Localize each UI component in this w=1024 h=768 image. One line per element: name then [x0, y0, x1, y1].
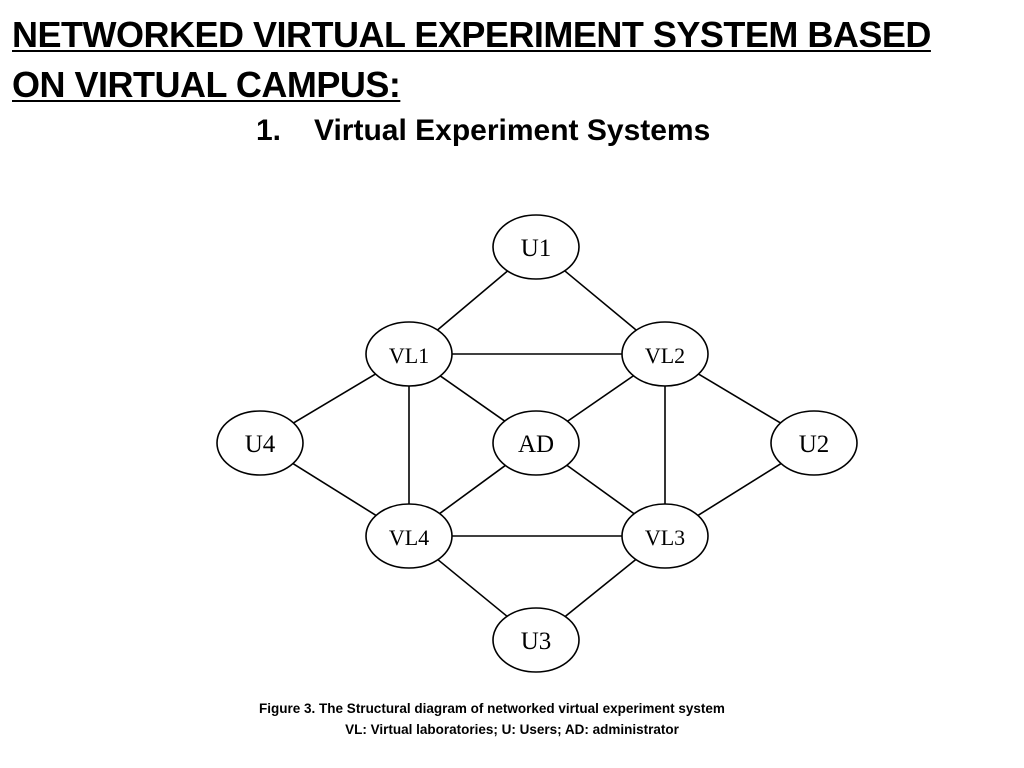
edge-vl1-ad: [439, 375, 506, 422]
edge-u2-vl3: [697, 462, 782, 517]
edge-u2-vl2: [698, 373, 781, 424]
node-u3-label: U3: [521, 628, 552, 655]
node-u2-shape: [770, 410, 858, 476]
diagram-edges: [292, 270, 782, 618]
figure-caption: Figure 3. The Structural diagram of netw…: [0, 698, 1024, 740]
figure-caption-line-1: Figure 3. The Structural diagram of netw…: [259, 701, 725, 716]
node-u2-label: U2: [799, 431, 830, 458]
edge-u3-vl4: [437, 559, 508, 617]
node-u3: U3: [492, 607, 580, 673]
node-u1-shape: [492, 214, 580, 280]
figure-caption-line-2: VL: Virtual laboratories; U: Users; AD: …: [345, 722, 679, 737]
node-vl2-shape: [621, 321, 709, 387]
edge-u1-vl1: [436, 270, 509, 331]
node-u2: U2: [770, 410, 858, 476]
slide-title-line-2: ON VIRTUAL CAMPUS:: [12, 64, 401, 105]
node-u1-label: U1: [521, 235, 552, 262]
section-number: 1.: [256, 114, 282, 147]
node-vl4: VL4: [365, 503, 453, 569]
node-vl1: VL1: [365, 321, 453, 387]
node-ad-label: AD: [518, 431, 554, 458]
node-u4: U4: [216, 410, 304, 476]
node-vl3: VL3: [621, 503, 709, 569]
node-vl2: VL2: [621, 321, 709, 387]
node-vl4-label: VL4: [389, 525, 429, 550]
node-vl3-label: VL3: [645, 525, 685, 550]
node-vl3-shape: [621, 503, 709, 569]
edge-u3-vl3: [564, 558, 637, 618]
node-vl2-label: VL2: [645, 343, 685, 368]
slide-title: NETWORKED VIRTUAL EXPERIMENT SYSTEM BASE…: [12, 10, 1012, 110]
node-vl4-shape: [365, 503, 453, 569]
node-vl1-shape: [365, 321, 453, 387]
edge-u4-vl1: [293, 373, 376, 424]
section-heading: 1. Virtual Experiment Systems: [256, 111, 710, 151]
slide-title-line-1: NETWORKED VIRTUAL EXPERIMENT SYSTEM BASE…: [12, 14, 931, 55]
edge-vl2-ad: [567, 375, 634, 422]
node-ad-shape: [492, 410, 580, 476]
edge-u4-vl4: [292, 462, 377, 517]
node-u3-shape: [492, 607, 580, 673]
edge-vl4-ad: [439, 464, 506, 515]
section-heading-text: Virtual Experiment Systems: [314, 114, 711, 147]
node-u4-label: U4: [245, 431, 276, 458]
node-vl1-label: VL1: [389, 343, 429, 368]
node-u4-shape: [216, 410, 304, 476]
edge-vl3-ad: [566, 464, 635, 515]
node-ad: AD: [492, 410, 580, 476]
node-u1: U1: [492, 214, 580, 280]
edge-u1-vl2: [564, 270, 637, 331]
